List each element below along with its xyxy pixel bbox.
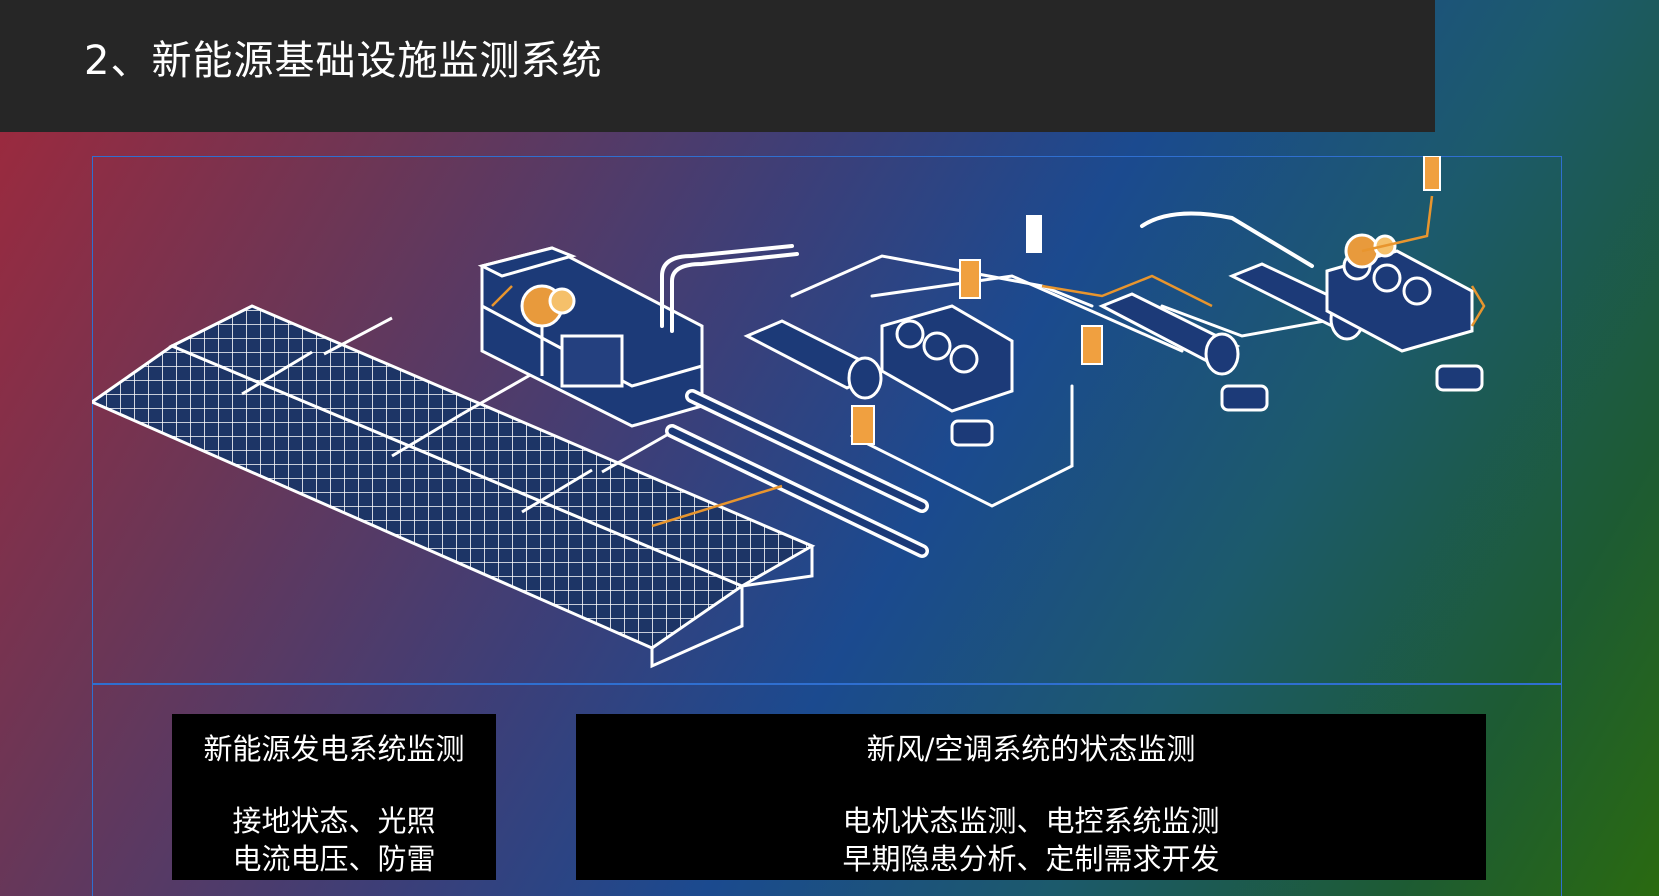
signal-cables: [491, 195, 1486, 528]
page-title: 2、新能源基础设施监测系统: [84, 38, 603, 84]
panel-power-generation: 新能源发电系统监测 接地状态、光照 电流电压、防雷: [172, 714, 496, 880]
motors: [950, 233, 1484, 447]
sensor-tag: [1026, 215, 1042, 253]
infrastructure-illustration: [92, 156, 1486, 669]
panel-title: 新能源发电系统监测: [203, 732, 465, 766]
sensor-tag: [959, 259, 981, 299]
panel-hvac: 新风/空调系统的状态监测 电机状态监测、电控系统监测 早期隐患分析、定制需求开发: [576, 714, 1486, 880]
panel-line: 接地状态、光照: [232, 804, 436, 838]
central-unit: [477, 246, 704, 428]
solar-panel-array: [92, 304, 816, 669]
fan-units: [880, 249, 1474, 413]
panel-line: 电机状态监测、电控系统监测: [842, 804, 1220, 838]
sensor-tag: [1081, 325, 1103, 365]
title-bar: 2、新能源基础设施监测系统: [0, 0, 1435, 132]
panel-frame: [92, 684, 1562, 896]
sensor-tag: [1423, 156, 1441, 191]
panel-line: 电流电压、防雷: [232, 842, 436, 876]
panel-title: 新风/空调系统的状态监测: [866, 732, 1196, 766]
sensor-tag: [851, 405, 875, 445]
sensor-tags: [851, 156, 1441, 445]
panel-line: 早期隐患分析、定制需求开发: [842, 842, 1220, 876]
illustration-frame: [92, 156, 1562, 684]
